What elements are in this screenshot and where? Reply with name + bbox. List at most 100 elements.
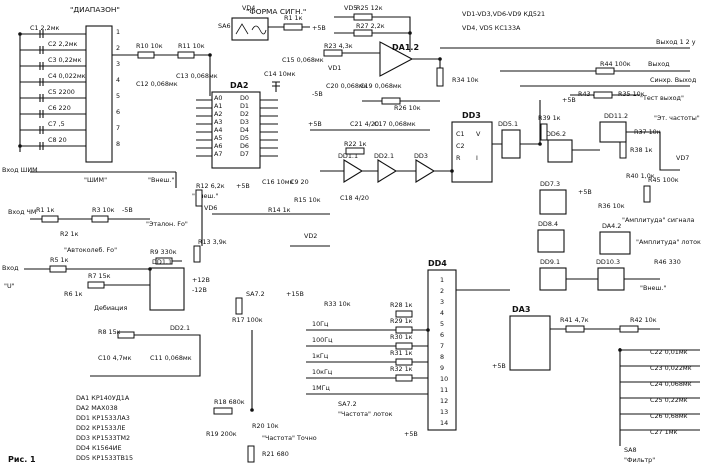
chip-dd3-ff	[451, 121, 493, 183]
chip-dd1-label: DD1.1	[338, 152, 358, 160]
cap-c7: C7 ,5	[48, 120, 65, 128]
cap-c8: C8 20	[48, 136, 67, 144]
freq-res-r30: R30 1к	[390, 333, 413, 341]
gate-dd8	[537, 229, 565, 253]
power-m5-mid: -5В	[312, 90, 323, 98]
external-ref-label: "Внеш."	[640, 284, 666, 292]
cap-c19: C19 0,068мк	[360, 82, 402, 90]
da2-pin-d2: D2	[240, 110, 249, 118]
resistor-r39: R39 1к	[538, 114, 561, 122]
component-legend: DA1 КР140УД1А DA2 МАХ038 DD1 КР1533ЛА3 D…	[76, 394, 133, 462]
gate-dd1	[343, 159, 364, 183]
da2-pin-a0: A0	[214, 94, 222, 102]
resistor-r9: R9 330к	[150, 248, 177, 256]
output-test-label: "Тест выход"	[640, 94, 684, 102]
switch-mode-sa3: "Автоколеб. Fо"	[64, 246, 117, 254]
cap-c15: C15 0,068мк	[282, 56, 324, 64]
chip-dd5-label: DD5.1	[498, 120, 518, 128]
dd4-pin-4: 4	[440, 309, 444, 317]
resistor-r45: R45 100к	[648, 176, 679, 184]
power-p5-top: +5В	[312, 24, 326, 32]
chip-dd4	[427, 269, 457, 431]
cap-c6: C6 220	[48, 104, 71, 112]
gate-dd9	[539, 267, 567, 291]
vd2-label: VD2	[304, 232, 317, 240]
resistor-r17: R17 100к	[232, 316, 263, 324]
cap-c4: C4 0,022мк	[48, 72, 86, 80]
cap-c13: C13 0,068мк	[176, 72, 218, 80]
power-p5-bottom: +5В	[404, 430, 418, 438]
da2-pin-a2: A2	[214, 110, 222, 118]
input-u-label: "U"	[4, 282, 15, 290]
chip-dd7-label: DD7.3	[540, 180, 560, 188]
output-sync-freq: "Эт. частоты"	[654, 114, 700, 122]
cap-c3: C3 0,22мк	[48, 56, 82, 64]
waveform-switch-title: "ФОРМА СИГН."	[246, 7, 306, 16]
da2-pin-d7: D7	[240, 150, 249, 158]
chip-da3	[509, 315, 551, 371]
vd1-label: VD1	[328, 64, 341, 72]
da2-pin-d0: D0	[240, 94, 249, 102]
power-p5-dd7: +5В	[578, 188, 592, 196]
amplitude-label: "Амплитуда" лоток	[636, 238, 701, 246]
cap-c1: C1 2,2мк	[30, 24, 60, 32]
da2-pin-d1: D1	[240, 102, 249, 110]
dd3-ff-pins: C1 C2 R V I	[456, 130, 481, 162]
filter-cap-c23: C23 0,022мк	[650, 364, 692, 372]
da2-pin-a6: A6	[214, 142, 222, 150]
filter-capacitor-bank: C22 0,01мк C23 0,022мк C24 0,068мк C25 0…	[619, 348, 700, 446]
resistor-r21: R21 680	[262, 450, 289, 458]
opamp-da4	[599, 231, 631, 255]
resistor-r14: R14 1к	[268, 206, 291, 214]
resistor-r43: R43 300	[578, 90, 605, 98]
range-switch-title: "ДИАПАЗОН"	[70, 5, 120, 14]
da2-pin-d4: D4	[240, 126, 249, 134]
filter-cap-c24: C24 0,068мк	[650, 380, 692, 388]
da2-pin-a4: A4	[214, 126, 222, 134]
switch-mode-sa5: "Эталон. Fо"	[146, 220, 188, 228]
power-p5-r: +5В	[562, 96, 576, 104]
freq-range-100hz: 100Гц	[312, 336, 333, 344]
input-fm-label: Вход ЧМ	[8, 208, 36, 216]
da2-pin-a7: A7	[214, 150, 222, 158]
chip-dd1-lower	[149, 267, 185, 311]
gate-dd10	[597, 267, 625, 291]
freq-range-10hz: 10Гц	[312, 320, 329, 328]
chip-da1-label: DA1.2	[392, 43, 419, 52]
resistor-r26: R26 10к	[394, 104, 421, 112]
waveform-switch-body[interactable]	[231, 17, 269, 41]
dd3-pin-c2: C2	[456, 142, 465, 150]
dd4-pin-5: 5	[440, 320, 444, 328]
chip-dd4-label: DD4	[428, 259, 447, 268]
range-pos-3: 3	[116, 60, 120, 68]
resistor-r8: R8 15к	[98, 328, 121, 336]
range-switch-body[interactable]	[85, 25, 113, 163]
resistor-r44: R44 100к	[600, 60, 631, 68]
legend-item-1: DA1 КР140УД1А	[76, 394, 130, 402]
power-p12-lower: +12В	[192, 276, 210, 284]
resistor-r41: R41 4,7к	[560, 316, 589, 324]
da2-pin-d3: D3	[240, 118, 249, 126]
input-pwm-label: Вход ШИМ	[2, 166, 38, 174]
legend-item-2: DA2 МАХ038	[76, 404, 118, 412]
range-pos-8: 8	[116, 140, 120, 148]
da2-pin-a3: A3	[214, 118, 222, 126]
freq-range-10khz: 10кГц	[312, 368, 333, 376]
dd3-pin-c1: C1	[456, 130, 465, 138]
chip-dd3-label: DD3	[414, 152, 428, 160]
chip-da2-label: DA2	[230, 81, 248, 90]
cap-c11: C11 0,068мк	[150, 354, 192, 362]
chip-dd10-label: DD10.3	[596, 258, 620, 266]
dd4-pin-14: 14	[440, 419, 448, 427]
chip-dd6-label: DD6.2	[546, 130, 566, 138]
da2-pin-d5: D5	[240, 134, 249, 142]
legend-item-6: DD4 К1564ИЕ	[76, 444, 122, 452]
vd4-label: VD4	[242, 4, 255, 12]
junction-dots	[18, 31, 622, 412]
gate-dd6	[547, 139, 573, 163]
vd5-label: VD5	[344, 4, 357, 12]
resistor-r7: R7 15к	[88, 272, 111, 280]
dd4-pin-7: 7	[440, 342, 444, 350]
deviation-label: Дебиация	[94, 304, 127, 312]
